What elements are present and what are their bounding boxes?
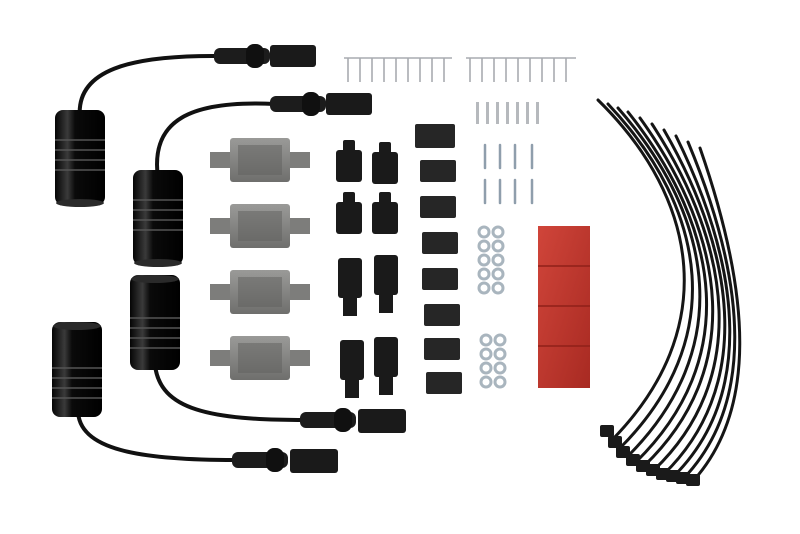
crimp-pin-strips [344,57,576,82]
plug-4 [232,448,338,473]
sensor-module-3 [130,275,180,370]
housing-2 [372,142,398,184]
sleeve-6 [424,304,460,326]
housing-3 [336,192,362,234]
sleeve-4 [422,232,458,254]
sleeve-2 [420,160,456,182]
mounting-plate-1 [210,138,310,182]
small-pins [476,102,539,124]
housing-5 [338,258,362,316]
sensor-modules [52,110,183,417]
mounting-plate-3 [210,270,310,314]
cable-ties [596,98,742,482]
housing-7 [340,340,364,398]
cable-tie-heads [600,425,700,486]
mounting-plate-4 [210,336,310,380]
pin-strip-1 [344,57,452,82]
sensor-module-1 [55,110,105,207]
washer-group-2 [479,333,507,389]
housing-6 [374,255,398,313]
cable-plugs [214,44,406,473]
washer-group-1 [477,225,505,295]
sensor-module-4 [52,322,102,417]
plug-1 [214,44,316,68]
adhesive-pads [538,226,590,388]
plug-2 [270,92,372,116]
mounting-plate-2 [210,204,310,248]
heat-shrink-sleeves [415,124,462,394]
sleeve-1 [415,124,455,148]
sleeve-8 [426,372,462,394]
sleeve-5 [422,268,458,290]
screws [483,143,534,205]
connector-housings [336,140,398,398]
housing-1 [336,140,362,182]
housing-8 [374,337,398,395]
pin-strip-2 [466,57,576,82]
plug-3 [300,408,406,433]
sleeve-7 [424,338,460,360]
sensor-cables [76,53,307,462]
sleeve-3 [420,196,456,218]
sensor-module-2 [133,170,183,267]
housing-4 [372,192,398,234]
mounting-plates [210,138,310,380]
